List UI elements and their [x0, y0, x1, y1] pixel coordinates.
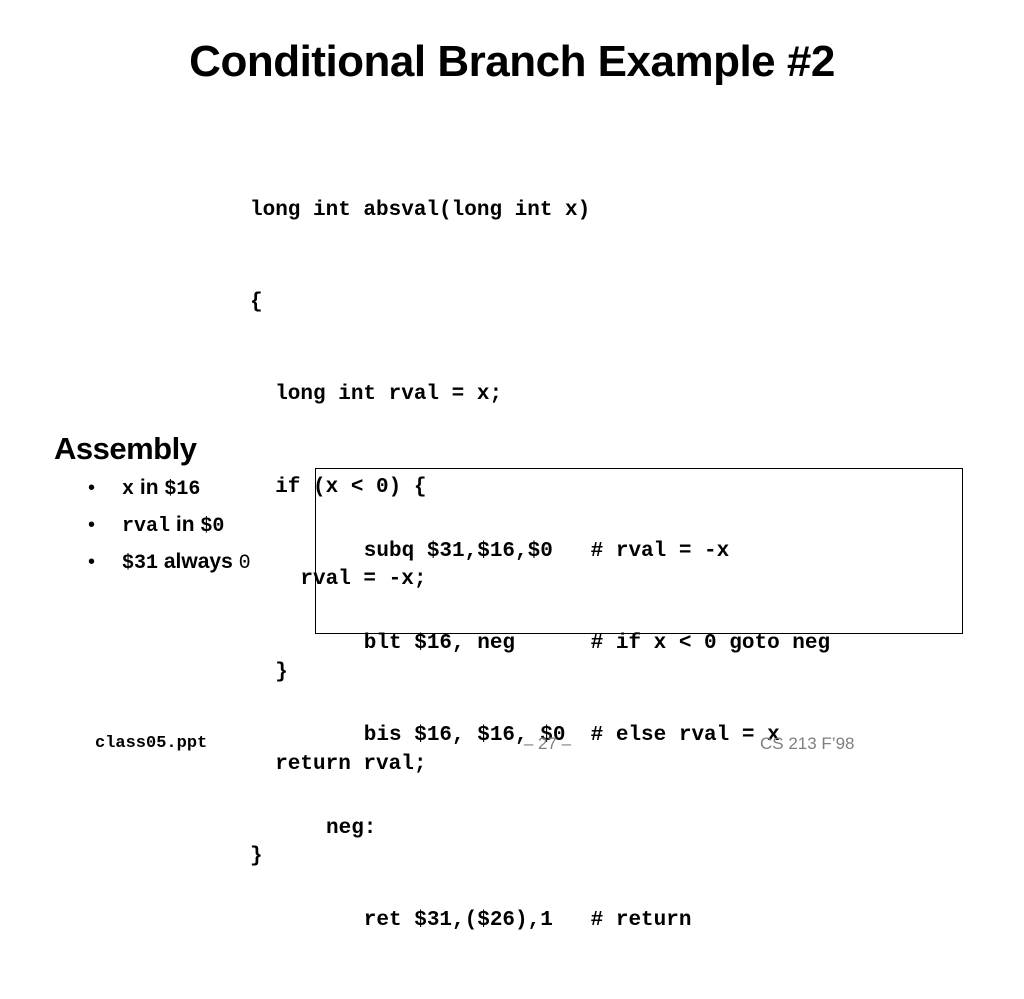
footer-page-number: – 27 –: [523, 734, 572, 753]
code-line: rval = -x;: [250, 568, 427, 592]
code-line: long int rval = x;: [250, 383, 503, 407]
bullet-value: 0: [238, 552, 251, 575]
code-line: blt $16, neg # if x < 0 goto neg: [326, 631, 831, 655]
bullet-icon: •: [88, 514, 96, 536]
bullet-icon: •: [88, 477, 96, 499]
register-bullet-list: • x in $16 • rval in $0 • $31 always 0: [88, 476, 251, 587]
footer-filename: class05.ppt: [95, 734, 208, 753]
code-line: long int absval(long int x): [250, 198, 591, 222]
bullet-value: $0: [200, 515, 225, 538]
code-line: }: [250, 660, 288, 684]
bullet-code: $31: [122, 552, 159, 575]
bullet-text: in: [175, 513, 195, 536]
code-line: subq $31,$16,$0 # rval = -x: [326, 539, 730, 563]
bullet-code: x: [122, 478, 135, 501]
bullet-icon: •: [88, 551, 96, 573]
code-line: {: [250, 290, 263, 314]
slide-title: Conditional Branch Example #2: [189, 37, 835, 86]
code-line: neg:: [326, 816, 377, 840]
bullet-code: rval: [122, 515, 171, 538]
list-item: • $31 always 0: [88, 550, 251, 587]
footer-course: CS 213 F’98: [760, 734, 855, 753]
assembly-heading: Assembly: [54, 431, 197, 466]
code-line: bis $16, $16, $0 # else rval = x: [326, 724, 780, 748]
list-item: • x in $16: [88, 476, 251, 513]
bullet-text: in: [139, 476, 159, 499]
bullet-text: always: [163, 550, 233, 573]
code-line: ret $31,($26),1 # return: [326, 909, 692, 933]
list-item: • rval in $0: [88, 513, 251, 550]
assembly-code-box: subq $31,$16,$0 # rval = -x blt $16, neg…: [315, 468, 963, 932]
code-line: if (x < 0) {: [250, 475, 427, 499]
bullet-value: $16: [164, 478, 201, 501]
